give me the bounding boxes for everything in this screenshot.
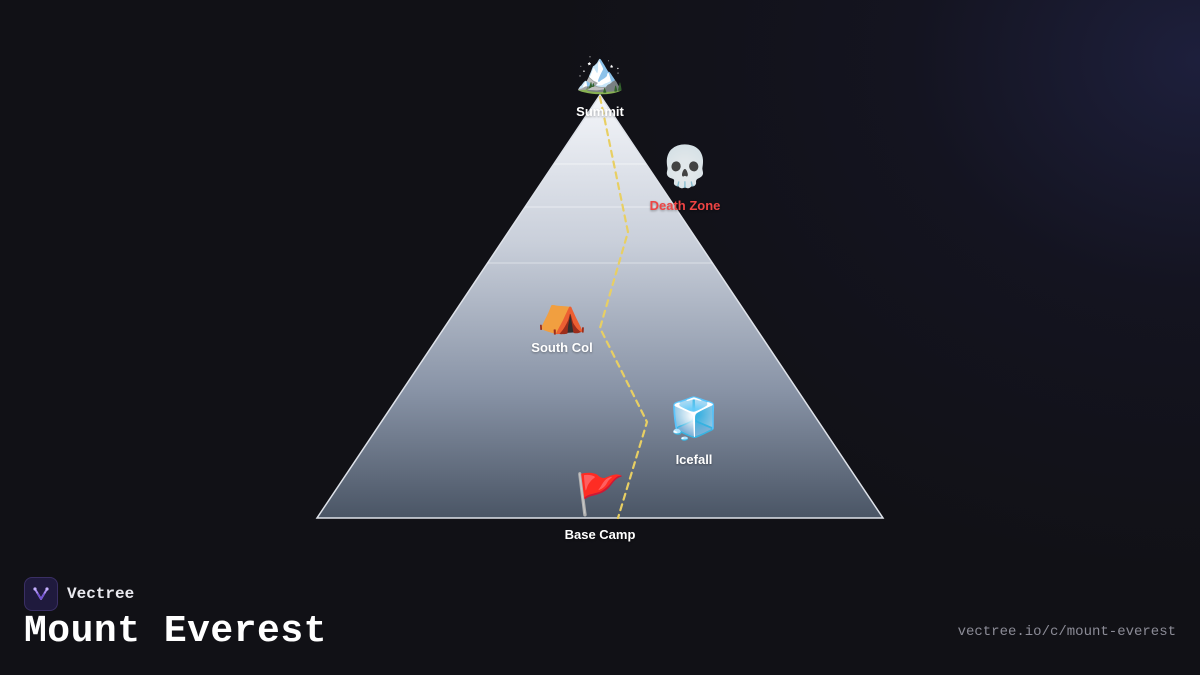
brand[interactable]: Vectree <box>24 577 134 611</box>
snow-capped-mountain-icon: 🏔️ <box>575 50 625 96</box>
marker-icefall: 🧊 Icefall <box>669 396 719 467</box>
climbing-route <box>598 95 649 520</box>
marker-label: South Col <box>531 340 593 355</box>
marker-label-danger: Death Zone <box>649 198 721 213</box>
vectree-logo-icon <box>24 577 58 611</box>
marker-summit: 🏔️ Summit <box>575 50 625 119</box>
skull-icon: 💀 <box>660 144 710 190</box>
marker-label: Base Camp <box>564 527 636 542</box>
mountain-body <box>315 93 885 519</box>
ice-cube-icon: 🧊 <box>669 396 719 442</box>
marker-death-zone: 💀 Death Zone <box>650 144 721 213</box>
marker-base-camp: 🚩 Base Camp <box>565 472 636 542</box>
tent-icon: ⛺ <box>537 290 587 336</box>
marker-south-col: ⛺ South Col <box>531 290 592 355</box>
page-title: Mount Everest <box>24 610 327 653</box>
marker-label: Icefall <box>675 452 713 467</box>
flag-icon: 🚩 <box>575 472 625 518</box>
marker-label: Summit <box>576 104 624 119</box>
brand-name: Vectree <box>67 585 135 603</box>
page-url[interactable]: vectree.io/c/mount-everest <box>957 624 1176 640</box>
